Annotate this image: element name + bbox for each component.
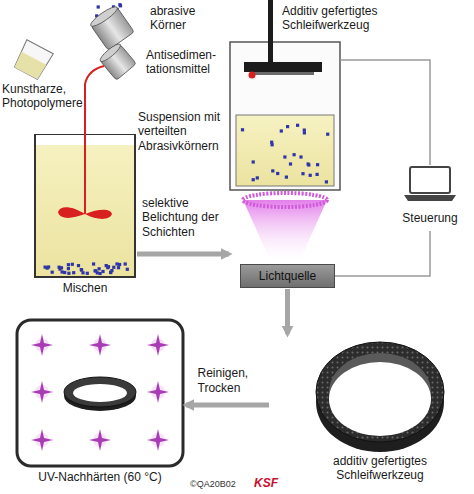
process-stage: UV-Nachhärten (60 °C) [15, 318, 185, 488]
build-plate [244, 62, 322, 72]
edge-label: Reinigen, Trocken [196, 366, 260, 395]
mixer-shaft [85, 66, 104, 214]
process-stage: Suspension mit verteilten Abrasivkörnern [230, 42, 340, 262]
laptop-icon [404, 167, 456, 201]
stage-label: Suspension mit verteilten Abrasivkörnern [138, 110, 226, 153]
process-stage: Mischen [35, 135, 135, 297]
mixer-blade [58, 207, 112, 219]
ring-in-oven [64, 377, 136, 411]
light-source-box: Lichtquelle [240, 264, 335, 288]
flow-connector [340, 60, 430, 165]
flow-connector [335, 231, 430, 276]
logo-text: KSF [254, 476, 284, 490]
box-label: Lichtquelle [259, 269, 316, 283]
material-label: Kunstharze, Photopolymere [2, 82, 90, 111]
material-label: abrasive Körner [150, 4, 225, 33]
process-label: selektive Belichtung der Schichten [142, 196, 228, 239]
grain-cup [89, 4, 135, 50]
resin-beaker [13, 40, 54, 81]
process-stage: additiv gefertigtes Schleifwerkzeug [270, 335, 465, 488]
flow-connector [285, 289, 290, 334]
flow-connector [186, 403, 269, 408]
tool-marker [249, 72, 256, 79]
uv-chamber [17, 320, 183, 466]
stage-label: Mischen [35, 281, 135, 295]
tool-label: Additiv gefertigtes Schleifwerkzeug [282, 4, 432, 33]
material-label: Antisedimen- tationsmittel [146, 48, 226, 77]
stage-label: Steuerung [398, 211, 462, 225]
light-beam [243, 200, 327, 260]
stage-label: UV-Nachhärten (60 °C) [15, 470, 185, 484]
copyright-note: ©QA20B02 [190, 479, 252, 490]
printer-frame [230, 42, 340, 190]
tool-rod [268, 0, 273, 62]
stage-label: additiv gefertigtes Schleifwerkzeug [310, 454, 450, 483]
grinding-ring [316, 342, 444, 452]
process-stage: Steuerung [398, 165, 462, 231]
uv-stars [31, 334, 169, 451]
flow-connector [137, 252, 229, 257]
additive-cup [98, 42, 136, 81]
